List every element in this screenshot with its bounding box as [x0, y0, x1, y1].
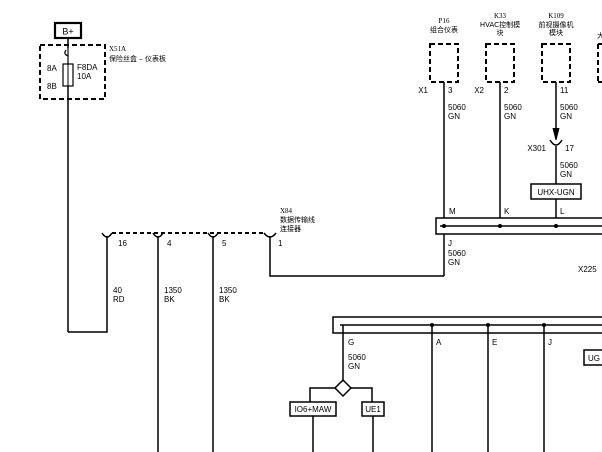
- svg-text:GN: GN: [448, 112, 460, 121]
- svg-text:RD: RD: [113, 295, 125, 304]
- svg-text:X301: X301: [527, 144, 546, 153]
- module-k33: K33 HVAC控制模 块 X2 2: [474, 12, 520, 95]
- svg-text:5060: 5060: [560, 103, 578, 112]
- wire-40-rd: [68, 236, 108, 333]
- svg-text:E: E: [492, 338, 497, 347]
- svg-text:5: 5: [222, 239, 227, 248]
- svg-text:GN: GN: [348, 362, 360, 371]
- svg-text:BK: BK: [219, 295, 230, 304]
- svg-text:L: L: [560, 207, 565, 216]
- svg-text:GN: GN: [504, 112, 516, 121]
- svg-text:5060: 5060: [448, 103, 466, 112]
- svg-text:3: 3: [448, 86, 453, 95]
- splice-upper: M K L J: [435, 207, 602, 248]
- svg-text:GN: GN: [448, 258, 460, 267]
- svg-text:11: 11: [560, 86, 569, 95]
- wire-labels: 5060 GN 5060 GN 5060 GN 5060 GN 5060 GN …: [113, 103, 578, 371]
- svg-text:IO6+MAW: IO6+MAW: [295, 405, 332, 414]
- option-branch: IO6+MAW UE1: [289, 378, 385, 452]
- svg-text:17: 17: [565, 144, 574, 153]
- fuse-block-id: X51A: [109, 45, 126, 53]
- svg-text:16: 16: [118, 239, 127, 248]
- fuse-rating: 10A: [77, 72, 92, 81]
- svg-text:G: G: [348, 338, 354, 347]
- svg-text:1350: 1350: [164, 286, 182, 295]
- svg-text:1350: 1350: [219, 286, 237, 295]
- svg-text:5060: 5060: [504, 103, 522, 112]
- svg-text:前视摄像机: 前视摄像机: [539, 20, 574, 29]
- svg-text:J: J: [448, 239, 452, 248]
- option-box-uhx-ugn: UHX-UGN: [530, 183, 582, 200]
- svg-text:X1: X1: [418, 86, 428, 95]
- svg-text:1: 1: [278, 239, 283, 248]
- svg-text:X84: X84: [280, 207, 293, 215]
- svg-text:BK: BK: [164, 295, 175, 304]
- svg-text:P16: P16: [439, 17, 450, 25]
- svg-text:2: 2: [504, 86, 509, 95]
- svg-text:大: 大: [597, 31, 602, 40]
- svg-text:K33: K33: [494, 12, 507, 20]
- inline-connector-x301: X301 17: [527, 127, 574, 153]
- terminal-icon: [64, 49, 69, 57]
- svg-text:K109: K109: [548, 12, 564, 20]
- power-source: B+: [53, 21, 83, 48]
- fuse-block-name: 保险丝盒 – 仪表板: [109, 54, 166, 63]
- fuse-pin-bottom: 8B: [47, 82, 57, 91]
- svg-text:UHX-UGN: UHX-UGN: [537, 188, 575, 197]
- splice-lower: G A E J UG: [332, 316, 602, 452]
- svg-text:GN: GN: [560, 170, 572, 179]
- svg-text:40: 40: [113, 286, 122, 295]
- svg-text:UE1: UE1: [365, 405, 381, 414]
- svg-text:J: J: [548, 338, 552, 347]
- svg-text:GN: GN: [560, 112, 572, 121]
- fuse-block: 8A 8B F8DA 10A X51A 保险丝盒 – 仪表板: [39, 44, 166, 332]
- module-p16: P16 组合仪表 X1 3: [418, 17, 459, 95]
- svg-text:HVAC控制模: HVAC控制模: [480, 20, 520, 29]
- svg-text:5060: 5060: [560, 161, 578, 170]
- power-label: B+: [62, 27, 73, 37]
- svg-text:K: K: [504, 207, 510, 216]
- svg-text:连接器: 连接器: [280, 224, 301, 233]
- wire-dlc-pin1: [269, 236, 444, 277]
- svg-text:块: 块: [497, 28, 504, 37]
- svg-text:组合仪表: 组合仪表: [430, 25, 458, 34]
- svg-text:X2: X2: [474, 86, 484, 95]
- svg-text:5060: 5060: [448, 249, 466, 258]
- svg-text:数据传输线: 数据传输线: [280, 215, 315, 224]
- svg-text:5060: 5060: [348, 353, 366, 362]
- fuse-pin-top: 8A: [47, 64, 57, 73]
- module-partial: 大: [597, 31, 602, 83]
- fuse-name: F8DA: [77, 63, 98, 72]
- svg-text:4: 4: [167, 239, 172, 248]
- option-diamond-icon: [333, 378, 353, 398]
- data-link-connector: 16 4 5 1 X84 数据传输线 连接器: [101, 207, 315, 248]
- svg-text:M: M: [449, 207, 456, 216]
- svg-text:模块: 模块: [549, 28, 563, 37]
- splice-id: X225: [578, 265, 597, 274]
- svg-text:A: A: [436, 338, 442, 347]
- svg-text:UG: UG: [588, 354, 600, 363]
